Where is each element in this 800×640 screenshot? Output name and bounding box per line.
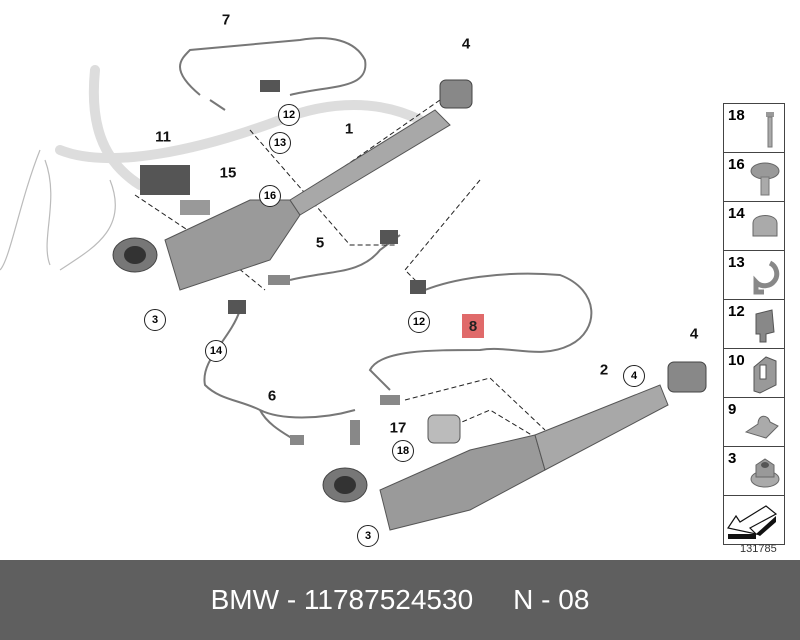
- callout-17[interactable]: 17: [389, 419, 407, 437]
- diagram-reference: N - 08: [513, 584, 590, 615]
- callout-circle-16[interactable]: 16: [259, 185, 281, 207]
- bracket-icon: [753, 356, 777, 394]
- cable-clip-icon: [755, 309, 775, 343]
- clamp-4: [439, 79, 473, 109]
- callout-4b[interactable]: 4: [689, 325, 699, 343]
- legend-num: 10: [728, 352, 745, 369]
- catalytic-converter-1: [112, 79, 473, 291]
- sensors-connectors: [140, 80, 426, 445]
- callout-1[interactable]: 1: [344, 120, 354, 138]
- clip-icon: [752, 215, 778, 237]
- spring-clip-icon: [744, 415, 779, 439]
- callout-circle-14[interactable]: 14: [205, 340, 227, 362]
- callout-7[interactable]: 7: [221, 11, 231, 29]
- flange-nut-icon: [750, 458, 780, 488]
- bolt-icon: [766, 112, 774, 148]
- callout-15[interactable]: 15: [219, 164, 237, 182]
- callout-11[interactable]: 11: [155, 128, 171, 146]
- part-number: BMW - 11787524530: [210, 584, 474, 615]
- legend-num: 13: [728, 254, 745, 271]
- callout-circle-13[interactable]: 13: [269, 132, 291, 154]
- legend-item-12[interactable]: 12: [723, 299, 785, 348]
- callout-5[interactable]: 5: [315, 234, 325, 252]
- callout-circle-3[interactable]: 3: [144, 309, 166, 331]
- callout-circle-18[interactable]: 18: [392, 440, 414, 462]
- legend-num: 9: [728, 401, 737, 418]
- legend-num: 12: [728, 303, 745, 320]
- legend-item-9[interactable]: 9: [723, 397, 785, 446]
- legend-num: 14: [728, 205, 745, 222]
- legend-item-10[interactable]: 10: [723, 348, 785, 397]
- legend-item-arrow[interactable]: [723, 495, 785, 545]
- arrow-icon: [727, 505, 778, 539]
- image-number: 131785: [740, 543, 777, 555]
- legend-item-3[interactable]: 3: [723, 446, 785, 495]
- legend-item-14[interactable]: 14: [723, 201, 785, 250]
- legend-num: 16: [728, 156, 745, 173]
- parts-illustration: [0, 37, 707, 531]
- callout-4[interactable]: 4: [461, 35, 471, 53]
- clamp-clip-icon: [753, 260, 780, 295]
- legend-num: 18: [728, 107, 745, 124]
- harness-wires: [0, 149, 116, 271]
- callout-circle-3b[interactable]: 3: [357, 525, 379, 547]
- highlighted-callout-8[interactable]: 8: [462, 314, 484, 338]
- clamp-4b: [667, 361, 707, 393]
- damper-17: [427, 414, 461, 444]
- legend-item-13[interactable]: 13: [723, 250, 785, 299]
- callout-circle-4[interactable]: 4: [623, 365, 645, 387]
- callout-circle-12[interactable]: 12: [278, 104, 300, 126]
- legend-item-18[interactable]: 18: [723, 103, 785, 152]
- flange-screw-icon: [750, 162, 780, 196]
- part-number-footer: BMW - 11787524530 N - 08: [0, 560, 800, 640]
- callout-2[interactable]: 2: [599, 361, 609, 379]
- callout-6[interactable]: 6: [267, 387, 277, 405]
- callout-circle-12b[interactable]: 12: [408, 311, 430, 333]
- parts-legend: 18 16 14 13 12 10 9 3: [723, 103, 785, 545]
- catalytic-converter-2: [322, 361, 707, 531]
- wiring-harness: [55, 65, 425, 190]
- legend-item-16[interactable]: 16: [723, 152, 785, 201]
- legend-num: 3: [728, 450, 737, 467]
- exhaust-parts-diagram: 7 4 11 1 15 5 6 17 2 4 12 13 16 3 14 12 …: [0, 11, 785, 555]
